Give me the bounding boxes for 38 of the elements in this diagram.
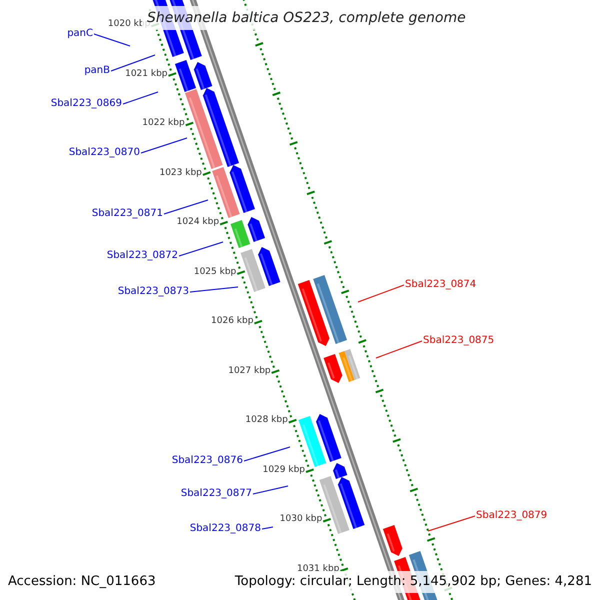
gene-label: Sbal223_0878: [190, 522, 261, 536]
gene-label: panC: [67, 27, 93, 41]
scale-label: 1028 kbp: [245, 416, 288, 426]
leader-line: [262, 526, 274, 530]
leader-line: [110, 54, 156, 72]
leader-line: [376, 340, 422, 358]
genome-info: Topology: circular; Length: 5,145,902 bp; Genes: 4,281: [234, 573, 592, 592]
scale-label: 1023 kbp: [159, 168, 202, 178]
gene-label: Sbal223_0876: [172, 454, 243, 468]
gene-label: Sbal223_0873: [118, 285, 189, 299]
leader-line: [190, 286, 238, 292]
scale-label: 1027 kbp: [228, 366, 271, 376]
scale-label: 1025 kbp: [194, 268, 236, 277]
gene-label: Sbal223_0879: [476, 509, 548, 523]
leader-line: [244, 446, 290, 462]
leader-line: [164, 200, 208, 214]
gene-label: Sbal223_0871: [92, 207, 163, 221]
gene-label: Sbal223_0877: [180, 487, 252, 501]
scale-label: 1030 kbp: [280, 515, 322, 524]
scale-label: 1022 kbp: [142, 119, 185, 128]
leader-line: [140, 138, 188, 154]
scale-label: 1029 kbp: [262, 466, 305, 475]
gene-label: Sbal223_0872: [106, 249, 178, 263]
gene-label: Sbal223_0870: [68, 146, 140, 160]
genome-info: Accession: NC_011663: [8, 573, 156, 592]
gene-label: panB: [84, 64, 110, 78]
gene-label: Sbal223_0869: [50, 97, 122, 111]
gene-label: Sbal223_0875: [423, 334, 494, 348]
leader-line: [178, 242, 224, 256]
scale-label: 1021 kbp: [125, 70, 168, 79]
leader-line: [94, 34, 130, 46]
scale-label: 1026 kbp: [211, 317, 254, 326]
leader-line: [122, 92, 158, 104]
scale-label: 1024 kbp: [176, 218, 220, 228]
gene-label: Sbal223_0874: [405, 278, 476, 292]
leader-line: [252, 486, 288, 494]
leader-line: [358, 284, 404, 302]
leader-line: [428, 516, 476, 532]
